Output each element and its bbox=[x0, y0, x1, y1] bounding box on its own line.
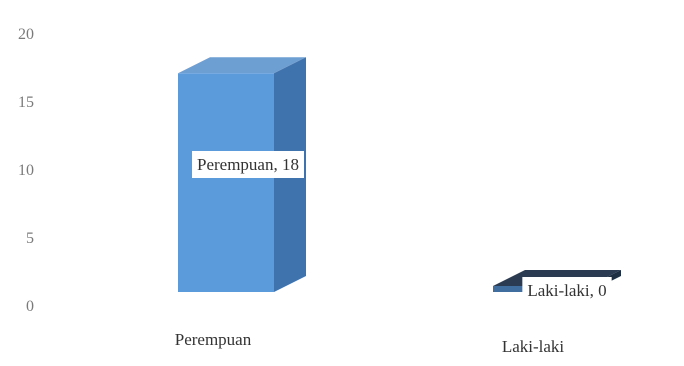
data-label-box bbox=[192, 151, 304, 178]
y-axis-ticks: 0 5 10 15 20 bbox=[18, 26, 34, 315]
y-tick-label-10: 10 bbox=[18, 162, 34, 179]
data-label-text: Perempuan, 18 bbox=[197, 155, 299, 174]
x-tick-label-perempuan: Perempuan bbox=[175, 330, 252, 349]
bars bbox=[178, 57, 621, 292]
data-label-perempuan: Perempuan, 18 bbox=[192, 151, 304, 178]
bar-top-face bbox=[178, 57, 306, 74]
y-tick-label-0: 0 bbox=[26, 298, 34, 315]
y-tick-label-20: 20 bbox=[18, 26, 34, 43]
y-tick-label-15: 15 bbox=[18, 94, 34, 111]
data-labels: Perempuan, 18 Laki-laki, 0 bbox=[192, 151, 612, 304]
bar-front-face bbox=[178, 73, 274, 292]
data-label-laki-laki: Laki-laki, 0 bbox=[522, 277, 612, 304]
x-axis-labels: Perempuan Laki-laki bbox=[175, 330, 565, 356]
x-tick-label-laki-laki: Laki-laki bbox=[502, 337, 565, 356]
bar-perempuan bbox=[178, 57, 306, 292]
data-label-text: Laki-laki, 0 bbox=[527, 281, 606, 300]
y-tick-label-5: 5 bbox=[26, 230, 34, 247]
data-label-box bbox=[522, 277, 612, 304]
